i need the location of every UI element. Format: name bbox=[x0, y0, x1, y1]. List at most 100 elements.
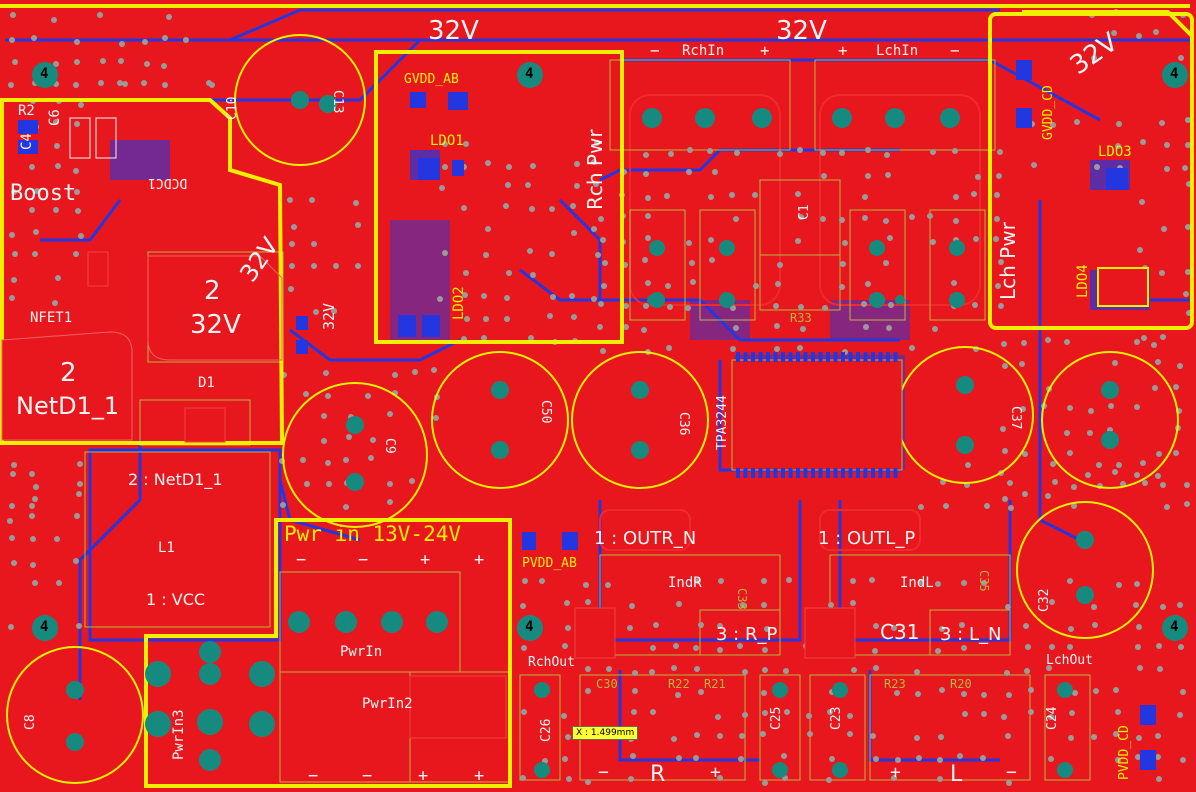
via bbox=[412, 369, 418, 375]
via bbox=[10, 471, 16, 477]
via bbox=[820, 216, 826, 222]
via bbox=[353, 200, 359, 206]
via bbox=[762, 647, 768, 653]
via bbox=[733, 325, 739, 331]
label-net-2-netd1: 2 : NetD1_1 bbox=[128, 470, 223, 489]
ic-pin bbox=[856, 468, 860, 478]
via bbox=[965, 462, 971, 468]
via bbox=[1185, 269, 1191, 275]
via bbox=[761, 578, 767, 584]
via bbox=[1022, 491, 1028, 497]
via bbox=[872, 648, 878, 654]
via bbox=[914, 735, 920, 741]
ic-pin bbox=[893, 468, 898, 478]
label-lch-pwr: Lch Pwr bbox=[996, 222, 1020, 300]
ic-pin bbox=[788, 468, 793, 478]
via bbox=[643, 171, 649, 177]
label-pwrin-m2: − bbox=[358, 550, 369, 570]
via bbox=[325, 460, 331, 466]
label-c24: C24 bbox=[1045, 706, 1060, 730]
via bbox=[566, 776, 572, 782]
label-net-2b: 2 bbox=[204, 276, 221, 306]
via bbox=[1025, 644, 1031, 650]
via bbox=[1160, 334, 1166, 340]
via bbox=[883, 218, 889, 224]
via bbox=[995, 283, 1001, 289]
via bbox=[994, 192, 1000, 198]
label-32v-top-mid: 32V bbox=[776, 16, 827, 46]
label-ldo2: LDO2 bbox=[451, 286, 467, 320]
via bbox=[520, 775, 526, 781]
via bbox=[597, 324, 603, 330]
via bbox=[73, 558, 79, 564]
via bbox=[927, 213, 933, 219]
via bbox=[343, 457, 349, 463]
via bbox=[628, 776, 634, 782]
via bbox=[673, 643, 679, 649]
via bbox=[1160, 482, 1166, 488]
via bbox=[671, 665, 677, 671]
via bbox=[437, 296, 443, 302]
via bbox=[840, 261, 846, 267]
via bbox=[1069, 710, 1075, 716]
via bbox=[74, 121, 80, 127]
via bbox=[686, 169, 692, 175]
via bbox=[865, 173, 871, 179]
via bbox=[54, 536, 60, 542]
via bbox=[730, 346, 736, 352]
via bbox=[29, 207, 35, 213]
via bbox=[729, 192, 735, 198]
via bbox=[431, 367, 437, 373]
via bbox=[1137, 247, 1143, 253]
hole-number: 4 bbox=[1170, 619, 1179, 635]
label-c1: C1 bbox=[797, 204, 812, 220]
label-ind-r: IndR bbox=[668, 575, 702, 591]
via bbox=[485, 160, 491, 166]
tpa3244-ic bbox=[731, 352, 903, 478]
label-outl-p: 1 : OUTL_P bbox=[818, 528, 916, 549]
via bbox=[993, 236, 999, 242]
via bbox=[1001, 341, 1007, 347]
ic-pin bbox=[788, 352, 793, 362]
via bbox=[1087, 430, 1093, 436]
via bbox=[689, 260, 695, 266]
label-l1: L1 bbox=[158, 540, 175, 556]
label-c10: C10 bbox=[225, 96, 240, 120]
via bbox=[288, 286, 294, 292]
hole-number: 4 bbox=[525, 619, 534, 635]
via bbox=[311, 263, 317, 269]
via bbox=[1135, 754, 1141, 760]
via bbox=[850, 600, 856, 606]
via bbox=[962, 711, 968, 717]
label-rchin-minus: − bbox=[650, 41, 660, 60]
via bbox=[591, 226, 597, 232]
via bbox=[54, 143, 60, 149]
via bbox=[601, 283, 607, 289]
via bbox=[774, 323, 780, 329]
via bbox=[183, 37, 189, 43]
via bbox=[73, 168, 79, 174]
via bbox=[847, 731, 853, 737]
via bbox=[1115, 143, 1121, 149]
via bbox=[1007, 480, 1013, 486]
via bbox=[862, 215, 868, 221]
ic-pin bbox=[751, 468, 755, 478]
label-pvdd-ab: PVDD_AB bbox=[522, 556, 577, 571]
via bbox=[53, 207, 59, 213]
label-pwrin2-m2: − bbox=[362, 766, 373, 786]
via bbox=[828, 602, 834, 608]
via bbox=[505, 182, 511, 188]
via bbox=[1136, 735, 1142, 741]
ic-pin bbox=[803, 352, 808, 362]
via bbox=[600, 348, 606, 354]
via bbox=[869, 577, 875, 583]
label-r: R bbox=[650, 762, 666, 787]
via bbox=[623, 324, 629, 330]
via bbox=[52, 300, 58, 306]
via bbox=[1074, 119, 1080, 125]
ic-pin bbox=[781, 352, 785, 362]
via bbox=[539, 578, 545, 584]
via bbox=[631, 709, 637, 715]
via bbox=[1028, 709, 1034, 715]
